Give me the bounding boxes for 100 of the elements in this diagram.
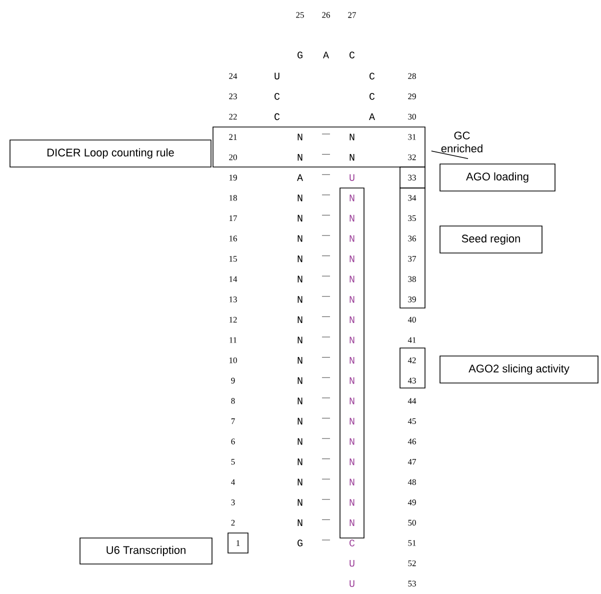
nucleotide-letter: N (350, 235, 354, 242)
nucleotide-letter: N (298, 458, 302, 466)
nucleotide-letter: N (298, 194, 302, 202)
position-number: 51 (408, 540, 416, 546)
nucleotide-letter: N (298, 478, 302, 486)
nucleotide-letter: N (350, 519, 354, 526)
position-number: 33 (408, 174, 416, 180)
position-number: 15 (230, 256, 237, 262)
position-number: 36 (408, 236, 416, 242)
position-number: 24 (229, 73, 238, 79)
region-box (400, 188, 426, 308)
nucleotide-letter: N (298, 398, 302, 404)
position-number: 40 (408, 316, 416, 323)
nucleotide-letter: N (350, 296, 354, 303)
position-number: 9 (231, 378, 235, 384)
nucleotide-letter: N (298, 519, 302, 526)
nucleotide-letter: N (298, 154, 302, 161)
label-box: U6 Transcription (80, 538, 212, 564)
position-number: 11 (230, 337, 237, 343)
annotation-text: GC enriched (441, 132, 482, 152)
position-number: 7 (231, 418, 235, 424)
nucleotide-letter: N (350, 154, 354, 161)
label-box: DICER Loop counting rule (10, 140, 212, 168)
position-number: 32 (408, 154, 416, 160)
region-box (400, 166, 426, 188)
nucleotide-letter: N (350, 276, 354, 282)
nucleotide-letter: N (298, 377, 302, 384)
nucleotide-letter: N (298, 357, 302, 364)
position-number: 18 (230, 195, 237, 201)
position-number: 38 (408, 276, 416, 282)
position-number: 34 (408, 195, 416, 201)
nucleotide-letter: N (350, 418, 354, 424)
position-number: 16 (230, 236, 237, 242)
region-box (228, 532, 248, 554)
position-number: 6 (231, 438, 235, 444)
position-number: 1 (236, 540, 240, 546)
position-number: 29 (408, 94, 416, 100)
nucleotide-letter: N (298, 134, 302, 140)
position-number: 21 (229, 134, 237, 140)
nucleotide-letter: U (350, 580, 354, 587)
nucleotide-letter: U (274, 72, 280, 80)
position-number: 39 (408, 296, 416, 302)
position-number: 14 (230, 276, 238, 282)
position-number: 52 (408, 560, 416, 566)
position-number: 5 (231, 458, 235, 465)
position-number: 46 (408, 438, 416, 444)
nucleotide-letter: N (298, 316, 302, 323)
position-number: 35 (408, 215, 416, 222)
nucleotide-letter: N (350, 499, 354, 506)
position-number: 27 (348, 12, 356, 18)
nucleotide-letter: N (350, 336, 354, 344)
nucleotide-letter: N (350, 357, 354, 364)
position-number: 25 (296, 12, 304, 18)
nucleotide-letter: C (350, 52, 355, 58)
nucleotide-letter: N (350, 214, 354, 222)
position-number: 17 (230, 215, 237, 221)
position-number: 53 (408, 580, 416, 586)
position-number: 13 (230, 296, 237, 302)
position-number: 50 (408, 520, 416, 526)
position-number: 3 (231, 500, 235, 506)
label-box: Seed region (440, 226, 542, 254)
position-number: 37 (408, 256, 416, 262)
position-number: 43 (408, 378, 416, 384)
nucleotide-letter: N (298, 438, 302, 445)
nucleotide-letter: N (350, 134, 354, 140)
leader-line (431, 150, 468, 159)
nucleotide-letter: N (350, 478, 354, 486)
nucleotide-letter: N (298, 336, 302, 344)
position-number: 49 (408, 500, 416, 506)
nucleotide-letter: N (350, 194, 354, 202)
nucleotide-letter: N (350, 458, 354, 466)
nucleotide-letter: U (350, 174, 354, 181)
position-number: 47 (408, 459, 416, 465)
nucleotide-letter: U (350, 560, 354, 567)
nucleotide-letter: C (274, 93, 280, 100)
position-number: 2 (231, 520, 235, 526)
position-number: 28 (408, 73, 416, 79)
nucleotide-letter: N (350, 377, 354, 384)
label-box: AGO2 slicing activity (440, 356, 598, 384)
position-number: 8 (231, 398, 235, 404)
region-box (400, 348, 426, 388)
nucleotide-letter: G (298, 540, 302, 546)
nucleotide-letter: N (298, 256, 302, 262)
nucleotide-letter: C (370, 93, 375, 100)
nucleotide-letter: N (298, 214, 302, 222)
nucleotide-letter: N (298, 235, 302, 242)
nucleotide-letter: N (350, 316, 354, 323)
nucleotide-letter: N (298, 296, 302, 303)
position-number: 42 (408, 358, 416, 364)
position-number: 44 (408, 398, 416, 404)
position-number: 20 (229, 154, 237, 160)
nucleotide-letter: C (370, 72, 375, 80)
position-number: 19 (230, 174, 237, 180)
region-box (340, 188, 364, 538)
nucleotide-letter: N (298, 418, 302, 424)
position-number: 26 (322, 12, 330, 18)
position-number: 4 (231, 479, 235, 485)
nucleotide-letter: N (350, 256, 354, 262)
position-number: 48 (408, 479, 416, 485)
position-number: 45 (408, 418, 416, 424)
